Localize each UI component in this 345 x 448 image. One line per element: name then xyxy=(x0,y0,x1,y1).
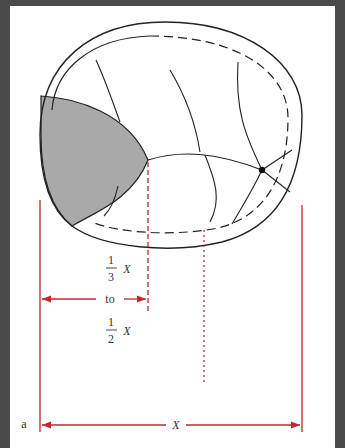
fraction-denominator: 3 xyxy=(107,271,115,283)
fraction-denominator: 2 xyxy=(107,333,115,345)
inner-outline xyxy=(92,36,288,233)
figure-letter: a xyxy=(20,418,27,430)
dimension-word: to xyxy=(104,293,115,305)
central-pit xyxy=(259,167,265,173)
fraction-numerator: 1 xyxy=(107,254,115,266)
dimension-symbol: X xyxy=(122,263,131,275)
fraction-numerator: 1 xyxy=(107,316,115,328)
fissure-lines xyxy=(96,60,292,224)
dimension-lines xyxy=(40,162,302,432)
shaded-area xyxy=(41,96,148,226)
dimension-symbol: X xyxy=(171,419,180,431)
white-ground xyxy=(10,6,335,448)
dimension-symbol: X xyxy=(122,325,131,337)
tooth-outline xyxy=(40,22,302,248)
